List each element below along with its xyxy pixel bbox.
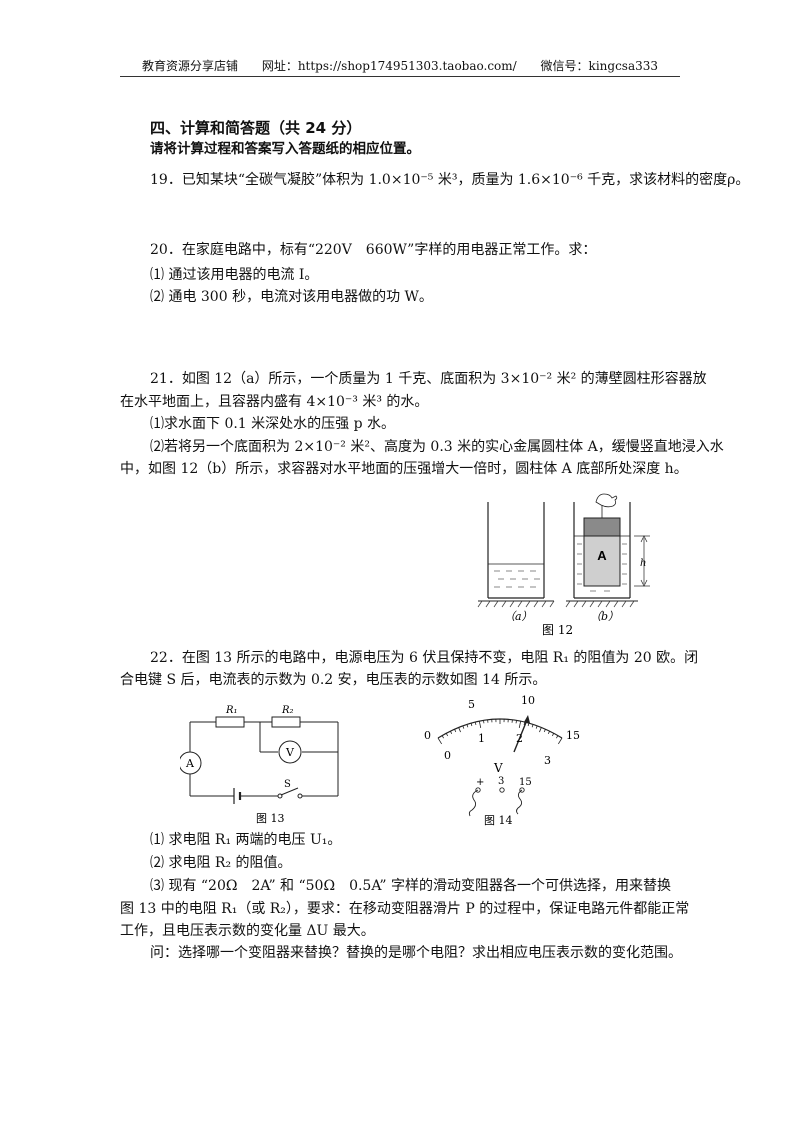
label-voltmeter: V xyxy=(285,746,295,759)
q19-text: 19．已知某块“全碳气凝胶”体积为 1.0×10⁻⁵ 米³，质量为 1.6×10… xyxy=(150,172,750,188)
q22-part3d: 问：选择哪一个变阻器来替换？替换的是哪个电阻？求出相应电压表示数的变化范围。 xyxy=(150,945,682,961)
terminal-3: 3 xyxy=(498,776,504,787)
q21-line1: 21．如图 12（a）所示，一个质量为 1 千克、底面积为 3×10⁻² 米² … xyxy=(150,371,707,387)
q22-part2: ⑵ 求电阻 R₂ 的阻值。 xyxy=(150,855,292,871)
depth-label: h xyxy=(640,558,646,569)
meter-tick xyxy=(539,727,542,733)
meter-tick xyxy=(531,724,534,728)
outer-tick-5: 5 xyxy=(468,698,475,711)
meter-tick xyxy=(450,730,453,735)
cylinder-label: A xyxy=(597,548,607,563)
meter-tick xyxy=(474,721,477,726)
label-a: （a） xyxy=(504,610,533,623)
figure-12: A h （a） （b） 图 12 xyxy=(477,493,650,637)
inner-tick-2: 2 xyxy=(516,732,523,745)
q22-line2: 合电键 S 后，电流表的示数为 0.2 安，电压表的示数如图 14 所示。 xyxy=(120,672,547,688)
q21-part2a: ⑵若将另一个底面积为 2×10⁻² 米²、高度为 0.3 米的实心金属圆柱体 A… xyxy=(150,439,724,455)
switch-s xyxy=(280,787,299,796)
meter-tick xyxy=(470,723,473,727)
meter-label-v: V xyxy=(493,761,503,775)
meter-tick xyxy=(437,737,442,745)
header-url: 网址：https://shop174951303.taobao.com/ xyxy=(261,59,517,73)
q20-part2: ⑵ 通电 300 秒，电流对该用电器做的功 W。 xyxy=(150,289,433,305)
outer-tick-15: 15 xyxy=(566,729,580,742)
meter-tick xyxy=(551,733,555,737)
meter-tick xyxy=(523,721,526,726)
q22-part3a: ⑶ 现有 “20Ω 2A” 和 “50Ω 0.5A” 字样的滑动变阻器各一个可供… xyxy=(150,878,671,894)
section-instruction: 请将计算过程和答案写入答题纸的相应位置。 xyxy=(150,141,420,157)
q21-part1: ⑴求水面下 0.1 米深处水的压强 p 水。 xyxy=(150,416,396,432)
hand-icon xyxy=(595,493,618,508)
meter-tick xyxy=(445,733,449,737)
meter-tick xyxy=(462,725,465,729)
meter-tick xyxy=(556,735,559,739)
meter-tick xyxy=(535,725,538,729)
q21-line2: 在水平地面上，且容器内盛有 4×10⁻³ 米³ 的水。 xyxy=(120,394,429,410)
meter-tick xyxy=(454,729,457,733)
meter-needle-head xyxy=(524,715,530,723)
terminal-wires xyxy=(468,787,525,817)
figure-13-caption: 图 13 xyxy=(256,812,285,825)
inner-tick-1: 1 xyxy=(478,732,485,745)
header-shop: 教育资源分享店铺 xyxy=(141,59,238,73)
terminal-plus: + xyxy=(476,777,484,788)
meter-tick xyxy=(527,723,530,727)
label-r1: R₁ xyxy=(225,705,238,716)
label-r2: R₂ xyxy=(281,705,294,716)
meter-tick xyxy=(547,730,550,735)
header-wechat: 微信号：kingcsa333 xyxy=(540,59,659,73)
meter-tick xyxy=(478,721,482,729)
figure-14-caption: 图 14 xyxy=(484,814,513,827)
meter-tick xyxy=(458,727,461,733)
inner-tick-3: 3 xyxy=(544,754,551,767)
page-header: 教育资源分享店铺 网址：https://shop174951303.taobao… xyxy=(120,56,680,77)
q22-line1: 22．在图 13 所示的电路中，电源电压为 6 伏且保持不变，电阻 R₁ 的阻值… xyxy=(150,650,699,666)
meter-tick xyxy=(518,721,522,729)
meter-ticks xyxy=(437,719,563,745)
q21-part2b: 中，如图 12（b）所示，求容器对水平地面的压强增大一倍时，圆柱体 A 底部所处… xyxy=(120,461,688,477)
resistor-r1 xyxy=(215,716,245,728)
voltmeter xyxy=(278,740,302,764)
label-ammeter: A xyxy=(185,757,195,770)
meter-tick xyxy=(466,724,469,728)
meter-tick xyxy=(543,729,546,733)
label-b: （b） xyxy=(590,610,619,623)
meter-tick xyxy=(558,737,563,745)
q22-part3c: 工作，且电压表示数的变化量 ΔU 最大。 xyxy=(120,923,375,939)
inner-tick-0: 0 xyxy=(444,749,451,762)
label-switch: S xyxy=(284,779,291,790)
terminal-15: 15 xyxy=(519,777,532,788)
q22-part3b: 图 13 中的电阻 R₁（或 R₂），要求：在移动变阻器滑片 P 的过程中，保证… xyxy=(120,901,690,917)
meter-tick xyxy=(441,735,444,739)
section-title: 四、计算和简答题（共 24 分） xyxy=(150,119,362,137)
outer-tick-10: 10 xyxy=(521,694,535,707)
meter-needle xyxy=(513,719,528,753)
q20-part1: ⑴ 通过该用电器的电流 I。 xyxy=(150,267,319,283)
container-a xyxy=(477,502,555,608)
figure-13: R₁ R₂ V A S 图 13 xyxy=(180,705,339,825)
container-b: A h xyxy=(565,493,650,608)
figure-14: 0 5 10 15 0 1 2 3 V + 3 15 图 14 xyxy=(424,694,580,827)
q22-part1: ⑴ 求电阻 R₁ 两端的电压 U₁。 xyxy=(150,832,342,848)
outer-tick-0: 0 xyxy=(424,729,431,742)
resistor-r2 xyxy=(271,716,301,728)
q20-stem: 20．在家庭电路中，标有“220V 660W”字样的用电器正常工作。求： xyxy=(150,242,597,258)
figure-12-caption: 图 12 xyxy=(542,623,573,637)
